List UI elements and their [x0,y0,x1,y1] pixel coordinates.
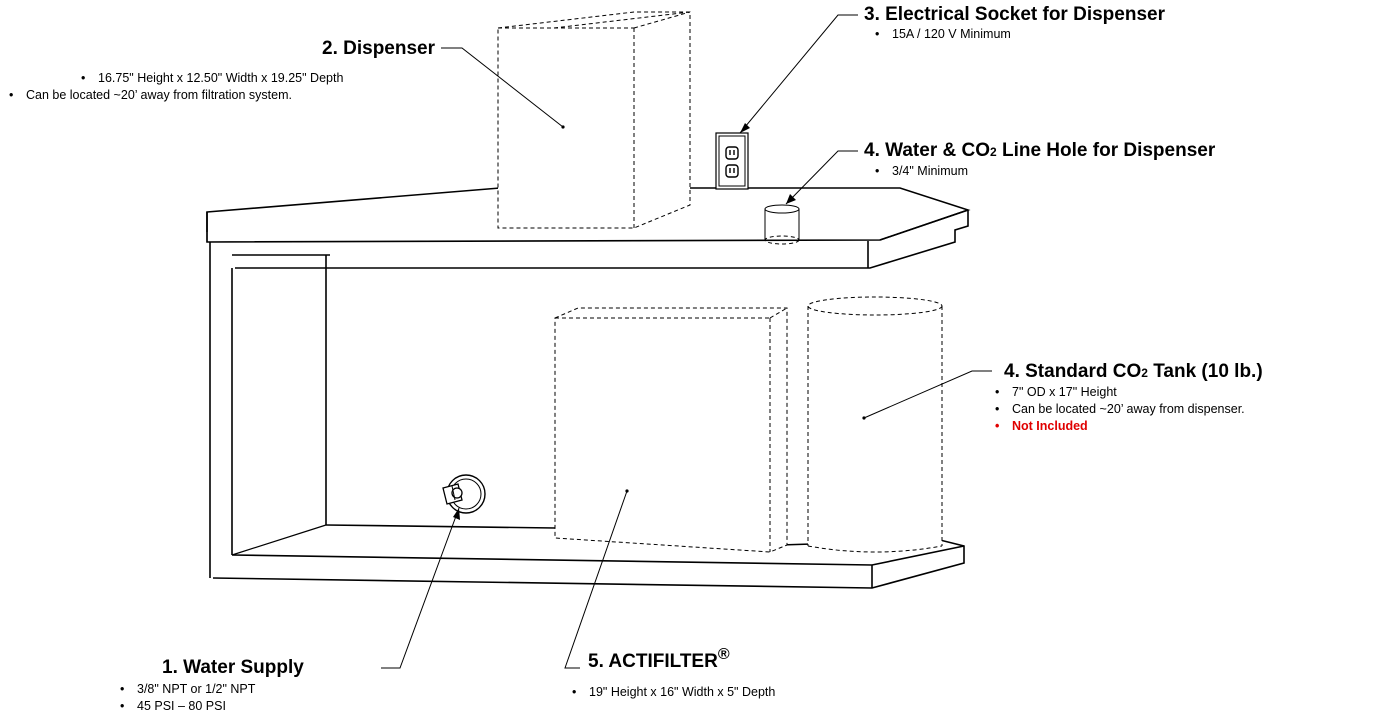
line-hole-title-post: Line Hole for Dispenser [996,140,1216,161]
water-supply-valve [442,474,486,514]
co2-tank-spec-1: 7" OD x 17" Height [986,384,1263,401]
co2-tank-shape [807,296,943,553]
dispenser-box [497,11,691,229]
socket-title: 3. Electrical Socket for Dispenser [864,4,1165,25]
line-hole [764,204,800,245]
dispenser-specs: 16.75" Height x 12.50" Width x 19.25" De… [72,70,343,87]
dispenser-specs-2: Can be located ~20’ away from filtration… [0,87,292,104]
water-supply-label: 1. Water Supply [162,657,304,679]
line-hole-title: 4. Water & CO2 Line Hole for Dispenser [864,140,1215,163]
water-supply-specs: 3/8" NPT or 1/2" NPT 45 PSI – 80 PSI [111,681,255,715]
line-hole-spec-1: 3/4" Minimum [866,163,1215,180]
co2-tank-title-pre: 4. Standard CO [1004,361,1142,382]
line-hole-title-pre: 4. Water & CO [864,140,990,161]
actifilter-specs: 19" Height x 16" Width x 5" Depth [563,684,775,701]
leader-lines [381,14,992,669]
co2-tank-label: 4. Standard CO2 Tank (10 lb.) 7" OD x 17… [995,361,1263,435]
water-supply-spec-2: 45 PSI – 80 PSI [111,698,255,715]
socket-specs: 15A / 120 V Minimum [866,26,1165,43]
co2-tank-specs: 7" OD x 17" Height Can be located ~20’ a… [986,384,1263,435]
dispenser-spec-1: 16.75" Height x 12.50" Width x 19.25" De… [72,70,343,87]
line-hole-label: 4. Water & CO2 Line Hole for Dispenser 3… [864,140,1215,180]
co2-tank-title-sub: 2 [1141,366,1148,380]
co2-tank-spec-2: Can be located ~20’ away from dispenser. [986,401,1263,418]
registered-mark: ® [717,646,730,663]
actifilter-title: 5. ACTIFILTER® [588,647,730,673]
line-hole-title-sub: 2 [990,145,997,159]
socket-spec-1: 15A / 120 V Minimum [866,26,1165,43]
co2-tank-title: 4. Standard CO2 Tank (10 lb.) [1004,361,1263,384]
socket-label: 3. Electrical Socket for Dispenser 15A /… [864,4,1165,43]
co2-tank-warning: Not Included [986,418,1263,435]
water-supply-title: 1. Water Supply [162,657,304,678]
dispenser-spec-2: Can be located ~20’ away from filtration… [0,87,292,104]
co2-tank-title-post: Tank (10 lb.) [1147,361,1263,382]
dispenser-title: 2. Dispenser [322,38,435,59]
actifilter-title-text: 5. ACTIFILTER [588,651,718,672]
actifilter-box [554,307,788,553]
actifilter-spec-1: 19" Height x 16" Width x 5" Depth [563,684,775,701]
electrical-socket [715,132,749,190]
dispenser-label: 2. Dispenser [0,38,435,60]
actifilter-label: 5. ACTIFILTER® [588,647,730,673]
line-hole-specs: 3/4" Minimum [866,163,1215,180]
water-supply-spec-1: 3/8" NPT or 1/2" NPT [111,681,255,698]
